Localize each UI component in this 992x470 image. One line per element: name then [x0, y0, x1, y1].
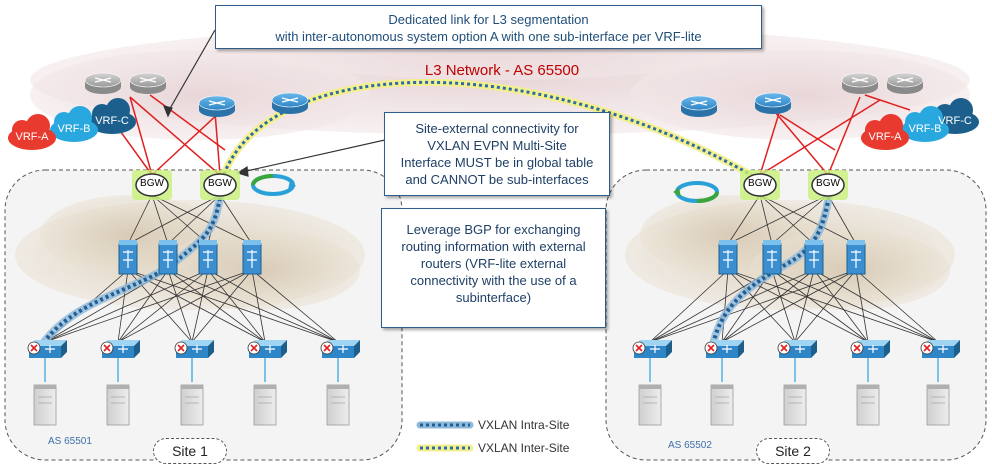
spine-switch-icon	[718, 240, 738, 275]
leaf-switch-icon	[27, 340, 67, 382]
callout-arrows	[163, 29, 386, 177]
vrf-a-cloud-icon-label: VRF-A	[15, 131, 49, 143]
spine-switch-icon	[158, 240, 178, 275]
vrf-c-cloud-icon	[88, 98, 136, 134]
site-2-label: Site 2	[756, 438, 830, 464]
server-icon	[783, 384, 807, 426]
spine-switch-icon	[804, 240, 824, 275]
callout-bgp: Leverage BGP for exchanging routing info…	[381, 208, 606, 328]
bgw-switch-icon	[808, 170, 848, 200]
bgw-label: BGW	[140, 178, 164, 189]
spine-switch-icon	[118, 240, 138, 275]
callout-dedicated-link: Dedicated link for L3 segmentation with …	[215, 5, 762, 49]
sync-arrows-icon	[251, 174, 719, 203]
router-gray-icon	[886, 72, 924, 94]
router-gray-icon	[129, 72, 167, 94]
bgw-label: BGW	[816, 178, 840, 189]
callout-bgp-line-3: routers (VRF-lite external	[420, 256, 567, 271]
callout-bgp-line-1: Leverage BGP for exchanging	[406, 222, 581, 237]
router-blue-icon	[680, 95, 718, 117]
spine-switch-icon	[198, 240, 218, 275]
server-icon	[638, 384, 662, 426]
bgw-switch-icon	[132, 170, 172, 200]
router-gray-icon	[841, 72, 879, 94]
callout-site-external-line-4: and CANNOT be sub-interfaces	[405, 172, 589, 187]
vrf-c-cloud-icon-label: VRF-C	[95, 115, 129, 127]
vrf-a-cloud-icon-label: VRF-A	[868, 131, 902, 143]
callout-site-external-line-1: Site-external connectivity for	[415, 121, 579, 136]
vrf-b-cloud-icon	[901, 106, 949, 142]
router-blue-icon	[271, 92, 309, 114]
leaf-switch-icon	[320, 340, 360, 382]
vrf-b-cloud-icon-label: VRF-B	[908, 123, 942, 135]
router-gray-icon	[84, 72, 122, 94]
spine-switch-icon	[846, 240, 866, 275]
leaf-switch-icon	[777, 340, 817, 382]
server-icon	[106, 384, 130, 426]
bgw-switch-icon	[200, 170, 240, 200]
server-icon	[926, 384, 950, 426]
callout-bgp-line-4: connectivity with the use of a	[410, 273, 577, 288]
site-2-spine-leaf-mesh	[649, 269, 939, 343]
server-icon	[856, 384, 880, 426]
server-icon	[33, 384, 57, 426]
site-1-as-label: AS 65501	[48, 436, 92, 447]
callout-dedicated-link-line-1: Dedicated link for L3 segmentation	[388, 12, 589, 27]
vrf-b-cloud-icon-label: VRF-B	[57, 123, 91, 135]
router-blue-icon	[754, 92, 792, 114]
callout-dedicated-link-line-2: with inter-autonomous system option A wi…	[275, 29, 702, 44]
leaf-switch-icon	[174, 340, 214, 382]
router-blue-icon	[198, 95, 236, 117]
server-icon	[326, 384, 350, 426]
server-icon	[253, 384, 277, 426]
legend-intra-label: VXLAN Intra-Site	[478, 418, 570, 432]
vrf-c-cloud-icon-label: VRF-C	[938, 115, 972, 127]
site-2-as-label: AS 65502	[668, 440, 712, 451]
spine-switch-icon	[762, 240, 782, 275]
leaf-switch-icon	[704, 340, 744, 382]
spine-switch-icon	[242, 240, 262, 275]
callout-site-external-line-2: VXLAN EVPN Multi-Site	[427, 138, 567, 153]
callout-bgp-line-2: routing information with external	[401, 239, 586, 254]
leaf-switch-icon	[100, 340, 140, 382]
l3-network-title: L3 Network - AS 65500	[424, 62, 580, 79]
legend-inter-label: VXLAN Inter-Site	[478, 441, 570, 455]
server-icon	[710, 384, 734, 426]
callout-site-external: Site-external connectivity for VXLAN EVP…	[384, 112, 610, 196]
callout-bgp-line-5: subinterface)	[455, 290, 532, 305]
callout-site-external-line-3: Interface MUST be in global table	[400, 155, 594, 170]
leaf-switch-icon	[632, 340, 672, 382]
site-1-label: Site 1	[153, 438, 227, 464]
bgw-label: BGW	[748, 178, 772, 189]
bgw-label: BGW	[208, 178, 232, 189]
legend	[416, 421, 474, 452]
server-icon	[180, 384, 204, 426]
vrf-a-cloud-icon	[861, 114, 909, 150]
vrf-b-cloud-icon	[50, 106, 98, 142]
leaf-switch-icon	[247, 340, 287, 382]
vrf-a-cloud-icon	[8, 114, 56, 150]
bgw-switch-icon	[740, 170, 780, 200]
leaf-switch-icon	[850, 340, 890, 382]
leaf-switch-icon	[920, 340, 960, 382]
